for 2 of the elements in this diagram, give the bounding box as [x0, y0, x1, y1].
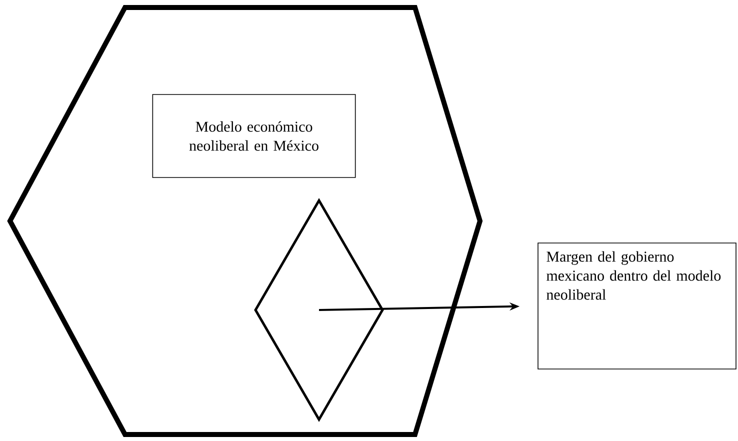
- text-box: Margen del gobierno mexicano dentro del modelo neoliberal: [538, 242, 736, 370]
- text-box: Modelo económico neoliberal en México: [152, 94, 356, 178]
